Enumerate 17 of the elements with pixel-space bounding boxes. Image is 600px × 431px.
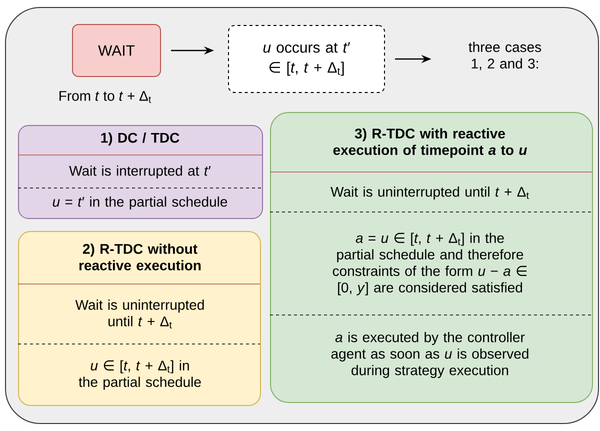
- case-box: [18, 231, 261, 406]
- state-box: WAIT: [72, 24, 161, 77]
- case-heading: 1) DC / TDC: [101, 132, 180, 146]
- case-box: [270, 112, 593, 403]
- case-text: Wait is interrupted at t′: [69, 165, 211, 179]
- case-text: Wait is uninterrupted until t + Δ$_{t}$: [75, 300, 204, 328]
- case-text: u = t′ in the partial schedule: [52, 196, 228, 210]
- case-text: Wait is uninterrupted until t + Δ$_{t}$: [330, 186, 529, 200]
- caption-text: From t to t + Δ$_{t}$: [60, 91, 152, 103]
- case-text: u ∈ [t, t + Δ$_{t}$] in the partial schedule: [78, 360, 201, 390]
- case-text: a = u ∈ [t, t + Δ$_{t}$] in the partial schedule and therefore constraints of the form u − a ∈ [0, y] are considered satisfied: [332, 232, 527, 296]
- case-heading: 2) R-TDC without reactive execution: [79, 244, 201, 270]
- case-box: [18, 125, 263, 219]
- case-heading: 3) R-TDC with reactive execution of timepoint a to u: [333, 128, 527, 158]
- event-box: u occurs at t′ ∈ [t, t + Δ$_{t}$]: [228, 25, 385, 93]
- note-text: three cases 1, 2 and 3:: [468, 42, 542, 70]
- case-text: a is executed by the controller agent as soon as u is observed during strategy execution: [331, 332, 528, 378]
